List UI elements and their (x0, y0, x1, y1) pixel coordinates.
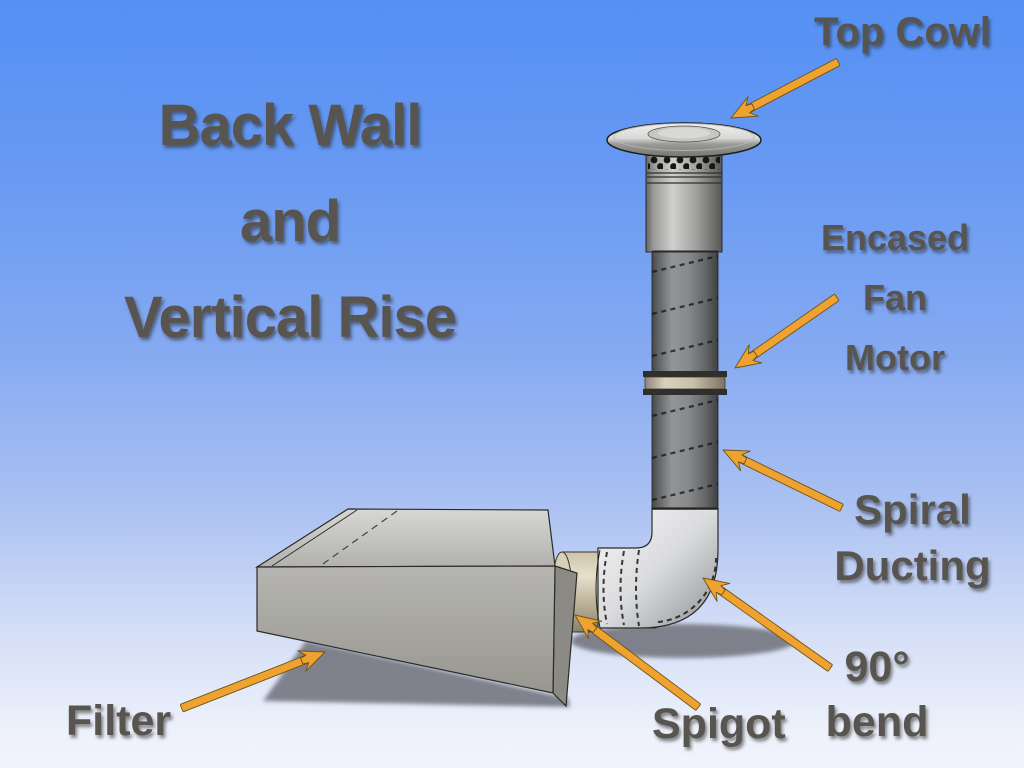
callout-spiral-line-2: Ducting (834, 542, 991, 589)
filter-box-top (254, 508, 556, 568)
disc-inner-ring (613, 123, 755, 151)
arrow-top-cowl (730, 58, 841, 119)
callout-arrows (180, 58, 844, 713)
disc-cap-top (658, 127, 710, 139)
box-top-dashed-seam (319, 510, 398, 567)
title-line-1: Back Wall (158, 93, 423, 158)
box-top-seam (271, 509, 358, 567)
callout-spiral-line-1: Spiral (854, 486, 971, 533)
cowl-grooves (647, 172, 721, 184)
callout-bend-line-1: 90° (844, 643, 910, 691)
title-line-3: Vertical Rise (124, 285, 457, 350)
elbow-90-bend (597, 507, 719, 629)
top-cowl (606, 122, 762, 253)
arrow-filter (180, 650, 326, 713)
filter-box (254, 508, 578, 708)
arrow-encased-fan-motor (734, 293, 840, 369)
fan-motor-flange (643, 371, 727, 395)
filter-box-shadow (263, 641, 570, 707)
filter-box-front (256, 565, 556, 694)
bend-seams (602, 549, 718, 627)
callout-fan-line-2: Fan (862, 277, 927, 318)
arrow-spiral-ducting (722, 449, 844, 512)
arrow-90-bend (702, 577, 833, 672)
callout-bend-line-2: bend (825, 698, 929, 746)
callout-fan-line-3: Motor (845, 337, 945, 378)
spiral-seams (651, 254, 719, 502)
filter-box-end (552, 565, 578, 708)
elbow-assembly (551, 507, 719, 633)
title-line-2: and (239, 189, 341, 254)
callout-spiral-ducting: Spiral Ducting (805, 482, 1020, 594)
callout-spigot: Spigot (652, 700, 786, 748)
callout-fan-line-1: Encased (820, 217, 970, 258)
callout-encased-fan-motor: Encased Fan Motor (795, 208, 995, 388)
page-title: Back Wall and Vertical Rise (55, 78, 525, 366)
arrow-spigot (574, 614, 701, 711)
callout-top-cowl: Top Cowl (814, 10, 991, 54)
vertical-spiral-duct (643, 247, 727, 513)
callout-90-bend: 90° bend (812, 640, 942, 750)
callout-filter: Filter (66, 697, 172, 745)
